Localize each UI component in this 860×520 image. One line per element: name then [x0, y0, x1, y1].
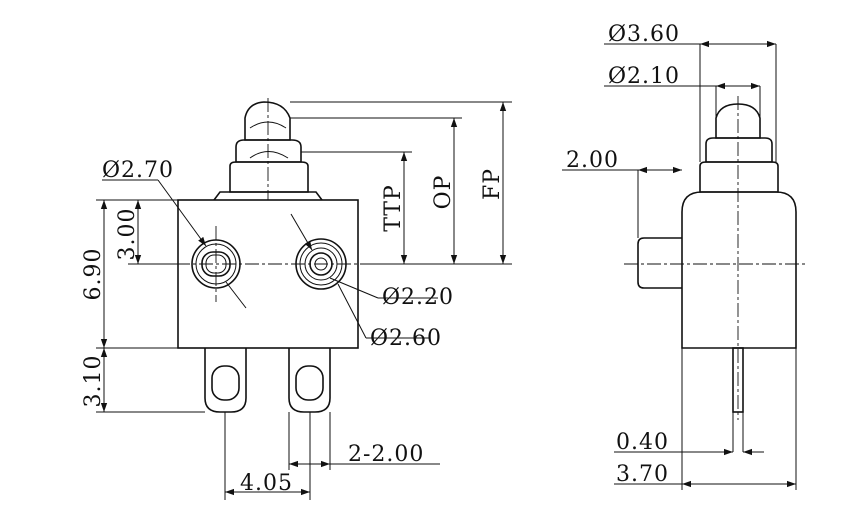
front-terminal-right — [288, 348, 331, 413]
dim-ttp-label: TTP — [381, 184, 406, 232]
dim-hole-dia-label: Ø2.70 — [102, 158, 174, 183]
dim-body-width-label: 3.70 — [616, 462, 669, 487]
dim-body-height-label: 6.90 — [81, 248, 106, 301]
dim-boot-dia-label: Ø3.60 — [608, 22, 680, 47]
dim-terminal-pitch-label: 2-2.00 — [348, 442, 424, 467]
side-body — [681, 191, 797, 349]
front-boot-lower — [229, 161, 309, 193]
front-body — [177, 199, 359, 349]
side-view: Ø3.60 Ø2.10 2.00 0.40 3.70 — [562, 22, 806, 490]
front-terminal-left — [204, 348, 247, 413]
dim-terminal-len-label: 3.10 — [81, 355, 106, 408]
dim-pin-height-label: 2.00 — [566, 148, 619, 173]
dim-hole-pitch-label: 3.00 — [115, 208, 140, 261]
front-boot-upper — [235, 139, 302, 163]
dim-fp-label: FP — [480, 168, 505, 200]
side-pin — [637, 237, 682, 289]
dim-inner-dia-label: Ø2.20 — [382, 285, 454, 310]
side-boot-lower — [699, 161, 779, 193]
side-boot-upper — [705, 137, 773, 163]
dim-op-label: OP — [431, 175, 456, 210]
dim-outer-dia-label: Ø2.60 — [370, 326, 442, 351]
dim-terminal-thickness-label: 0.40 — [616, 430, 669, 455]
dim-terminal-offset-label: 4.05 — [240, 471, 293, 496]
dim-plunger-dia-label: Ø2.10 — [608, 64, 680, 89]
front-view: Ø2.70 Ø2.20 Ø2.60 3.00 6.90 3.10 TTP OP … — [81, 98, 512, 500]
front-plunger — [244, 101, 291, 141]
